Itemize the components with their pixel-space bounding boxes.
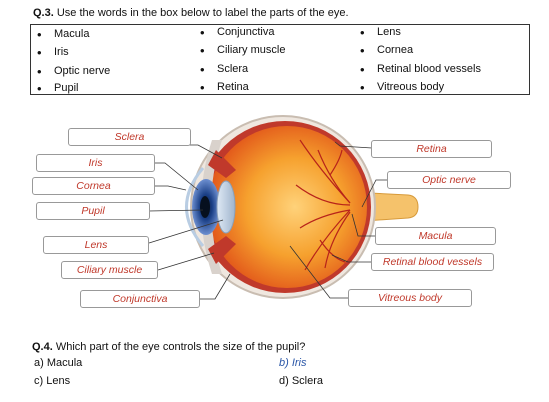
- label-pupil: Pupil: [36, 202, 150, 220]
- word-sclera: Sclera: [200, 62, 248, 77]
- question-4: Q.4. Which part of the eye controls the …: [32, 341, 305, 353]
- label-conjunctiva: Conjunctiva: [80, 290, 200, 308]
- word-optic-nerve: Optic nerve: [37, 64, 110, 79]
- pupil-shape: [200, 196, 210, 218]
- cornea-shape: [185, 167, 205, 247]
- word-conjunctiva: Conjunctiva: [200, 25, 275, 40]
- question-4-text: Which part of the eye controls the size …: [52, 341, 306, 353]
- word-pupil: Pupil: [37, 81, 79, 96]
- word-retinal-blood-vessels: Retinal blood vessels: [360, 62, 481, 77]
- word-cornea: Cornea: [360, 43, 413, 58]
- leader-lines: [148, 141, 388, 300]
- label-lens: Lens: [43, 236, 149, 254]
- word-retina: Retina: [200, 80, 249, 95]
- lens-shape: [216, 180, 236, 234]
- label-optic-nerve: Optic nerve: [387, 171, 511, 189]
- word-lens: Lens: [360, 25, 401, 40]
- word-box: Macula Iris Optic nerve Pupil Conjunctiv…: [30, 24, 530, 96]
- word-iris: Iris: [37, 45, 68, 60]
- option-c[interactable]: c) Lens: [34, 375, 71, 387]
- option-a[interactable]: a) Macula: [34, 357, 83, 369]
- label-iris: Iris: [36, 154, 155, 172]
- label-sclera: Sclera: [68, 128, 191, 146]
- option-b[interactable]: b) Iris: [279, 357, 307, 369]
- label-cornea: Cornea: [32, 177, 155, 195]
- word-ciliary-muscle: Ciliary muscle: [200, 43, 286, 58]
- ciliary-upper: [208, 150, 236, 178]
- word-vitreous-body: Vitreous body: [360, 80, 444, 95]
- label-retina: Retina: [371, 140, 492, 158]
- retina-shape: [207, 126, 367, 288]
- label-retinal-blood-vessels: Retinal blood vessels: [371, 253, 494, 271]
- option-d[interactable]: d) Sclera: [279, 375, 324, 387]
- label-ciliary-muscle: Ciliary muscle: [61, 261, 158, 279]
- front-cutaway: [201, 140, 222, 274]
- question-3-text: Use the words in the box below to label …: [53, 7, 349, 19]
- retinal-blood-vessels-shape: [295, 139, 351, 271]
- label-vitreous-body: Vitreous body: [348, 289, 472, 307]
- question-4-number: Q.4.: [32, 341, 53, 353]
- question-3: Q.3. Use the words in the box below to l…: [33, 7, 349, 19]
- word-macula: Macula: [37, 27, 90, 42]
- question-3-number: Q.3.: [33, 7, 54, 19]
- label-macula: Macula: [375, 227, 496, 245]
- ciliary-lower: [208, 236, 236, 264]
